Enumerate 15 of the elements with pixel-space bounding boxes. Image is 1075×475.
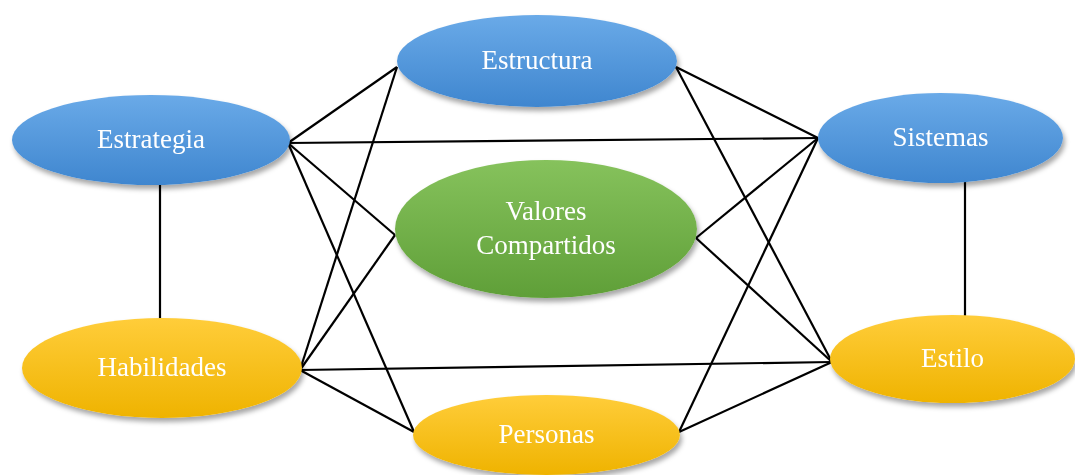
connector-line xyxy=(287,142,415,433)
connector-line xyxy=(678,137,819,433)
node-label: Estilo xyxy=(921,342,984,376)
node-label: Estructura xyxy=(481,44,593,78)
connector-line xyxy=(158,185,162,319)
connector-line xyxy=(300,360,832,372)
connector-line xyxy=(963,181,967,317)
connector-line xyxy=(695,137,819,239)
node-label: Habilidades xyxy=(97,351,227,385)
connector-line xyxy=(288,136,818,145)
node-label: Valores Compartidos xyxy=(475,195,617,262)
node-label: Estrategia xyxy=(97,123,205,157)
node-label: Sistemas xyxy=(892,121,989,155)
node-label: Personas xyxy=(498,418,595,452)
connector-line xyxy=(675,66,819,139)
